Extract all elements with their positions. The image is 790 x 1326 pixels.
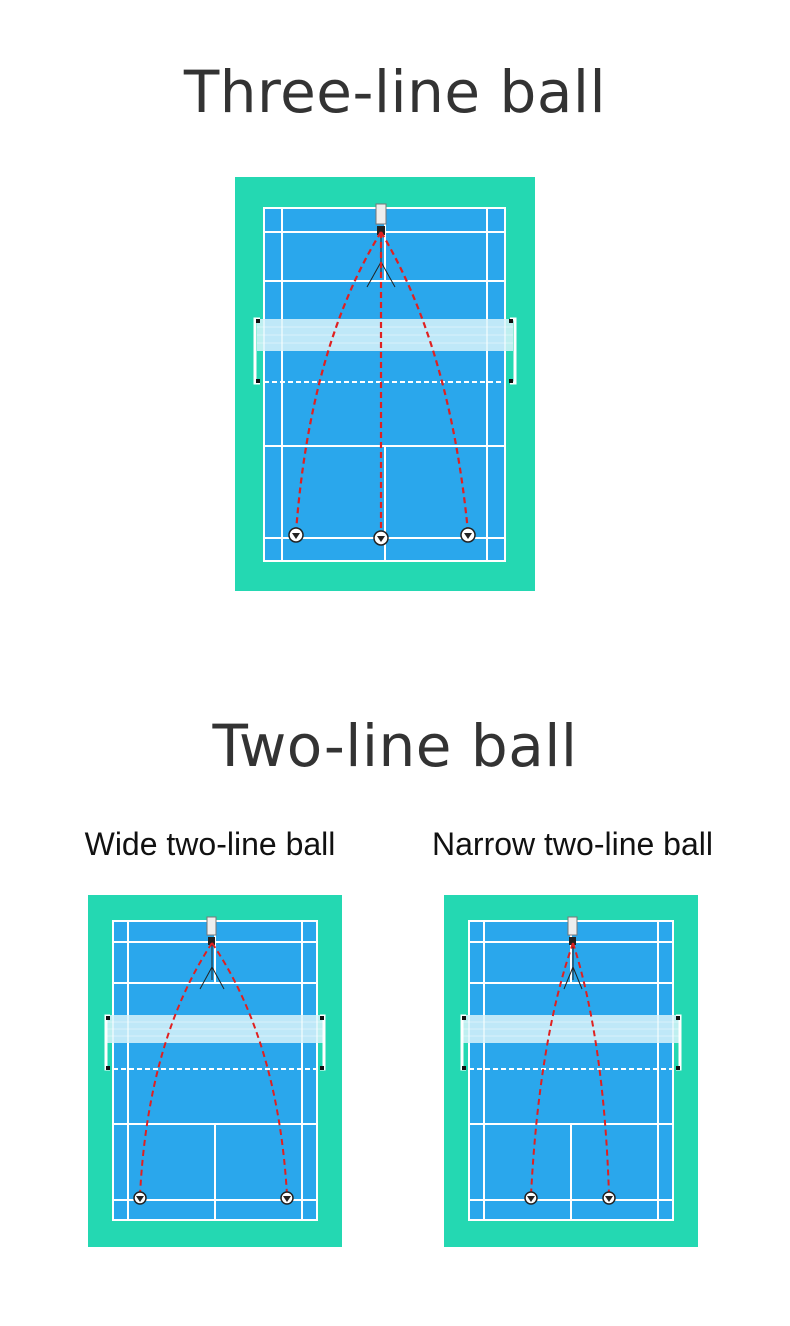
ball-machine-icon bbox=[206, 916, 217, 945]
court-three-line bbox=[235, 177, 535, 591]
court-wide-two-line bbox=[88, 895, 342, 1247]
court-narrow-two-line bbox=[444, 895, 698, 1247]
ball-machine-icon bbox=[375, 203, 387, 235]
tripod-icon bbox=[563, 945, 583, 990]
heading-three-line-ball: Three-line ball bbox=[183, 58, 607, 126]
trajectory-lines bbox=[294, 231, 470, 537]
trajectory-lines bbox=[530, 942, 610, 1196]
net-mesh bbox=[257, 326, 513, 344]
heading-two-line-ball: Two-line ball bbox=[212, 712, 578, 780]
label-narrow-two-line-ball: Narrow two-line ball bbox=[432, 826, 713, 862]
ball-machine-icon bbox=[567, 916, 578, 945]
tripod-icon bbox=[199, 945, 225, 990]
shuttlecock-target-icon bbox=[133, 1191, 294, 1205]
net-mesh bbox=[463, 1021, 679, 1037]
trajectory-lines bbox=[139, 942, 288, 1196]
net-mesh bbox=[107, 1021, 323, 1037]
label-wide-two-line-ball: Wide two-line ball bbox=[84, 826, 336, 862]
